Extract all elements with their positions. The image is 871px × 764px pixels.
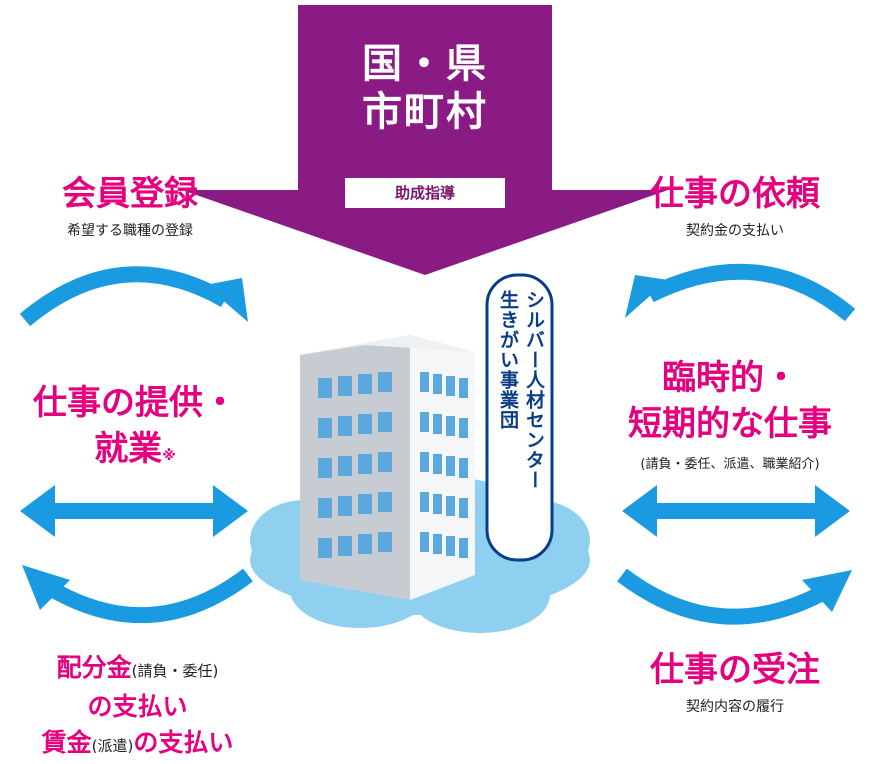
allocation-label: 配分金 — [56, 653, 132, 682]
left-double-arrow — [20, 485, 248, 537]
work-request-subtitle: 契約金の支払い — [686, 223, 784, 239]
order-receipt-title: 仕事の受注 — [650, 650, 820, 690]
right-top-curved-arrow — [646, 263, 856, 322]
payment-line: の支払い — [87, 692, 188, 721]
temporary-work-title-2: 短期的な仕事 — [628, 404, 832, 444]
center-line-1: シルバー人材センター — [523, 290, 545, 490]
allocation-paren: (請負・委任) — [131, 662, 219, 680]
wage-label: 賃金 — [41, 728, 92, 757]
left-top-block: 会員登録 希望する職種の登録 — [15, 172, 245, 240]
work-provision-title-2: 就業 — [94, 429, 163, 469]
center-label-box — [485, 273, 554, 562]
temporary-work-title-1: 臨時的・ — [662, 358, 798, 398]
wage-paren: (派遣) — [91, 737, 134, 755]
left-bottom-block: 配分金(請負・委任) の支払い 賃金(派遣)の支払い — [0, 650, 275, 764]
note-mark: ※ — [162, 448, 176, 464]
gov-badge: 助成指導 — [345, 178, 505, 208]
order-receipt-subtitle: 契約内容の履行 — [686, 699, 784, 715]
gov-label: 国・県 市町村 — [298, 40, 552, 136]
work-request-title: 仕事の依頼 — [650, 174, 820, 214]
center-line-2: 生きがい事業団 — [497, 290, 519, 430]
left-bottom-curved-arrow — [40, 568, 253, 624]
right-bottom-arrowhead — [802, 570, 852, 612]
left-top-arrowhead — [205, 278, 248, 322]
center-label: シルバー人材センター 生きがい事業団 — [496, 290, 546, 550]
work-provision-title-1: 仕事の提供・ — [33, 383, 237, 423]
left-mid-block: 仕事の提供・ 就業※ — [5, 380, 265, 479]
left-bottom-arrowhead — [22, 565, 70, 610]
gov-line-2: 市町村 — [362, 89, 488, 135]
right-bottom-curved-arrow — [617, 568, 832, 625]
member-registration-subtitle: 希望する職種の登録 — [67, 223, 193, 239]
right-double-arrow — [622, 485, 850, 537]
wage-payment: の支払い — [133, 728, 234, 757]
left-top-curved-arrow — [19, 266, 229, 327]
temporary-work-subtitle: (請負・委任、派遣、職業紹介) — [640, 457, 820, 472]
right-bottom-block: 仕事の受注 契約内容の履行 — [610, 648, 860, 716]
building-icon — [300, 335, 475, 600]
gov-line-1: 国・県 — [362, 41, 488, 87]
right-top-block: 仕事の依頼 契約金の支払い — [610, 172, 860, 240]
gov-down-arrow — [182, 5, 668, 275]
right-mid-block: 臨時的・ 短期的な仕事 (請負・委任、派遣、職業紹介) — [590, 355, 870, 472]
right-top-arrowhead — [625, 275, 668, 318]
member-registration-title: 会員登録 — [62, 174, 198, 214]
